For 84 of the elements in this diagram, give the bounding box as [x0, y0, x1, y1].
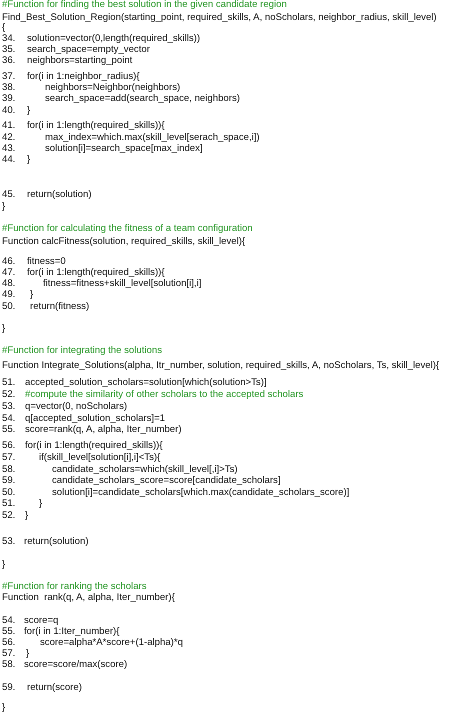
- line-number: 38.: [2, 82, 16, 92]
- code-line: }: [30, 288, 34, 300]
- code-line: if(skill_level[solution[i],i]<Ts){: [39, 452, 160, 462]
- code-line: score=q: [24, 614, 58, 626]
- code-line: return(solution): [27, 188, 92, 200]
- line-number: 44.: [2, 154, 16, 164]
- code-line: return(solution): [24, 536, 89, 546]
- code-line: }: [2, 200, 6, 212]
- code-line: q=vector(0, noScholars): [25, 400, 128, 412]
- code-line: fitness=0: [27, 256, 66, 266]
- line-number: 49.: [2, 288, 16, 300]
- line-number: 51.: [2, 376, 16, 388]
- code-line: score=alpha*A*score+(1-alpha)*q: [40, 636, 183, 648]
- line-number: 58.: [2, 464, 16, 474]
- code-line: }: [2, 702, 6, 712]
- line-number: 55.: [2, 424, 16, 434]
- line-number: 55.: [2, 626, 16, 636]
- code-line: for(i in 1:length(required_skills)){: [27, 120, 165, 130]
- code-line: for(i in 1:length(required_skills)){: [27, 266, 165, 278]
- code-line: neighbors=Neighbor(neighbors): [45, 82, 180, 92]
- code-line: search_space=add(search_space, neighbors): [45, 92, 240, 104]
- code-line: }: [26, 648, 30, 658]
- code-line: return(score): [27, 682, 82, 692]
- line-number: 50.: [2, 300, 16, 312]
- line-number: 57.: [2, 648, 16, 658]
- code-comment: #Function for integrating the solutions: [2, 344, 162, 356]
- line-number: 53.: [2, 400, 16, 412]
- line-number: 39.: [2, 92, 16, 104]
- line-number: 37.: [2, 70, 16, 82]
- line-number: 48.: [2, 278, 16, 288]
- line-number: 54.: [2, 412, 16, 424]
- code-line: score=score/max(score): [24, 658, 128, 670]
- line-number: 56.: [2, 440, 16, 450]
- code-line: Function rank(q, A, alpha, Iter_number){: [2, 592, 175, 602]
- line-number: 59.: [2, 474, 16, 486]
- line-number: 51.: [2, 498, 16, 508]
- line-number: 56.: [2, 636, 16, 648]
- code-line: }: [25, 510, 28, 520]
- line-number: 46.: [2, 256, 16, 266]
- line-number: 47.: [2, 266, 16, 278]
- line-number: 43.: [2, 142, 16, 154]
- code-line: Function calcFitness(solution, required_skills, skill_level){: [2, 236, 246, 246]
- code-line: }: [2, 322, 6, 334]
- code-line: for(i in 1:length(required_skills)){: [25, 440, 163, 450]
- code-line: search_space=empty_vector: [27, 44, 150, 54]
- code-line: }: [27, 154, 30, 164]
- line-number: 50.: [2, 486, 16, 498]
- code-line: max_index=which.max(skill_level[serach_space,i]): [45, 132, 260, 142]
- line-number: 42.: [2, 132, 16, 142]
- code-line: candidate_scholars=which(skill_level[,i]>Ts): [52, 464, 238, 474]
- line-number: 57.: [2, 452, 16, 462]
- line-number: 36.: [2, 54, 16, 66]
- line-number: 58.: [2, 658, 16, 670]
- code-line: {: [2, 22, 6, 32]
- code-line: score=rank(q, A, alpha, Iter_number): [25, 424, 182, 434]
- code-comment: #Function for ranking the scholars: [2, 580, 147, 592]
- line-number: 53.: [2, 536, 16, 546]
- line-number: 52.: [2, 388, 16, 400]
- code-line: }: [27, 104, 30, 116]
- code-line: fitness=fitness+skill_level[solution[i],i]: [43, 278, 202, 288]
- line-number: 34.: [2, 32, 16, 44]
- code-line: for(i in 1:neighbor_radius){: [27, 70, 140, 82]
- code-line: neighbors=starting_point: [27, 54, 132, 66]
- code-line: }: [2, 558, 6, 570]
- code-line: candidate_scholars_score=score[candidate_scholars]: [52, 474, 281, 486]
- code-comment: #compute the similarity of other scholars to the accepted scholars: [25, 388, 304, 400]
- line-number: 59.: [2, 682, 16, 692]
- code-line: }: [39, 498, 42, 508]
- code-line: solution[i]=candidate_scholars[which.max(candidate_scholars_score)]: [52, 486, 350, 498]
- line-number: 52.: [2, 510, 16, 520]
- line-number: 54.: [2, 614, 16, 626]
- code-line: for(i in 1:Iter_number){: [24, 626, 120, 636]
- code-line: return(fitness): [30, 300, 90, 312]
- code-line: solution[i]=search_space[max_index]: [45, 142, 203, 154]
- code-comment: #Function for calculating the fitness of a team configuration: [2, 222, 253, 234]
- code-line: solution=vector(0,length(required_skills)): [27, 32, 200, 44]
- code-line: Function Integrate_Solutions(alpha, Itr_number, solution, required_skills, A, noScholars, Ts, skill_level){: [2, 360, 440, 370]
- line-number: 45.: [2, 188, 16, 200]
- line-number: 40.: [2, 104, 16, 116]
- code-line: q[accepted_solution_scholars]=1: [25, 412, 166, 424]
- code-line: Find_Best_Solution_Region(starting_point, required_skills, A, noScholars, neighbor_radius, skill_level): [2, 12, 437, 22]
- code-line: accepted_solution_scholars=solution[which(solution>Ts)]: [25, 376, 267, 388]
- line-number: 41.: [2, 120, 16, 130]
- line-number: 35.: [2, 44, 16, 54]
